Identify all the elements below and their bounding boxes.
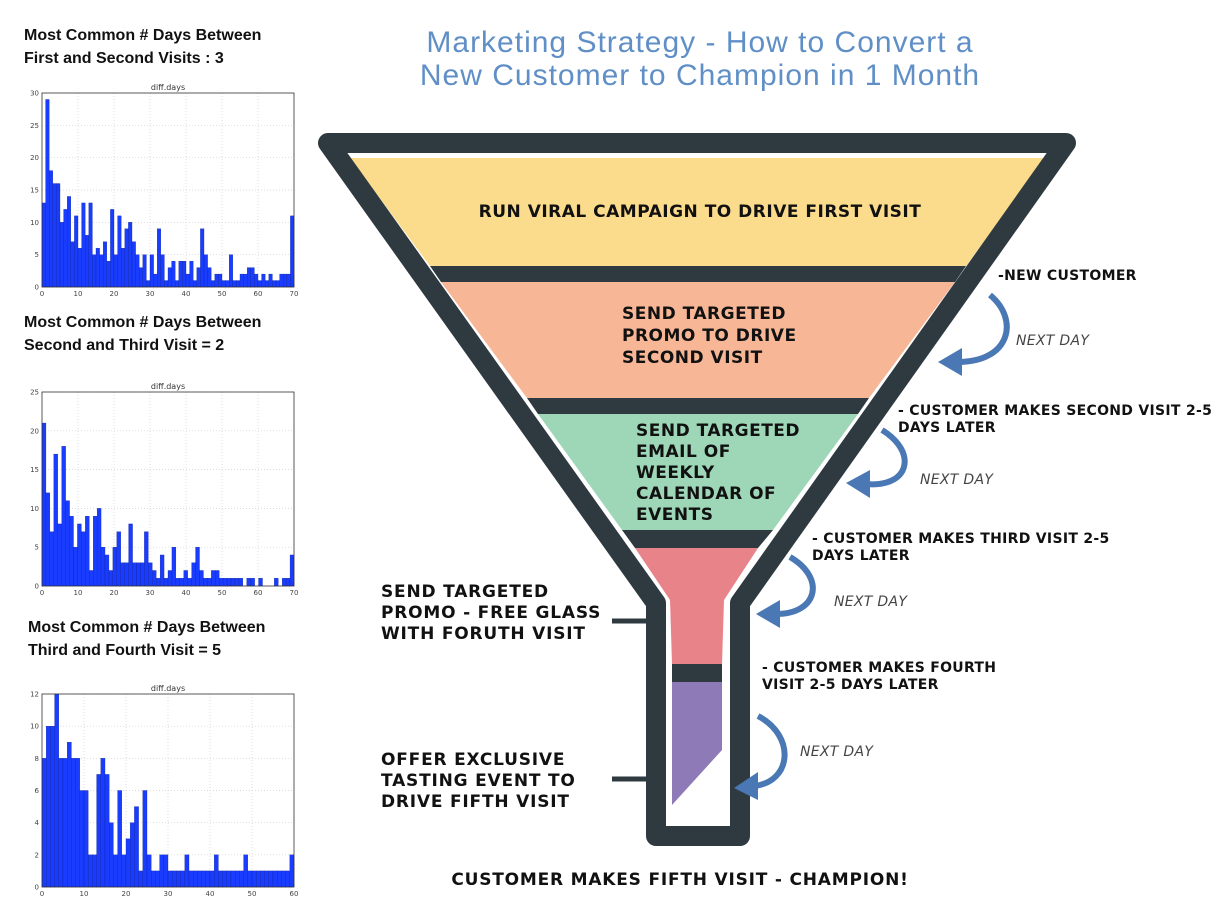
action-free-glass: SEND TARGETED PROMO - FREE GLASS WITH FO… bbox=[381, 582, 602, 644]
histogram-3-heading: Most Common # Days Between Third and Fou… bbox=[28, 619, 266, 659]
funnel-divider-2 bbox=[527, 398, 869, 414]
x-tick-label: 40 bbox=[206, 890, 215, 898]
next-day-arrow-2 bbox=[846, 427, 908, 498]
x-tick-label: 30 bbox=[146, 589, 155, 597]
x-tick-label: 10 bbox=[74, 589, 83, 597]
x-tick-label: 30 bbox=[164, 890, 173, 898]
x-tick-label: 10 bbox=[74, 290, 83, 298]
side-note-second-visit: - CUSTOMER MAKES SECOND VISIT 2-5 DAYS L… bbox=[898, 403, 1213, 436]
page-title-line-1: Marketing Strategy - How to Convert a bbox=[426, 26, 974, 59]
next-day-label-1: NEXT DAY bbox=[1016, 333, 1090, 349]
x-tick-label: 60 bbox=[254, 589, 263, 597]
next-day-label-4: NEXT DAY bbox=[800, 744, 874, 760]
x-tick-label: 40 bbox=[182, 589, 191, 597]
funnel-stage-2-fill bbox=[441, 282, 955, 398]
y-tick-label: 0 bbox=[35, 583, 39, 591]
next-day-label-2: NEXT DAY bbox=[920, 472, 994, 488]
y-tick-label: 2 bbox=[35, 851, 39, 859]
side-note-new-customer: -NEW CUSTOMER bbox=[998, 268, 1137, 284]
next-day-arrow-1 bbox=[938, 292, 1010, 376]
funnel-divider-1 bbox=[430, 266, 966, 282]
page-title: Marketing Strategy - How to Convert a Ne… bbox=[360, 26, 1040, 92]
stage-2-label: SEND TARGETED PROMO TO DRIVE SECOND VISI… bbox=[622, 304, 797, 368]
x-tick-label: 50 bbox=[248, 890, 257, 898]
y-tick-label: 25 bbox=[30, 389, 39, 397]
y-tick-label: 15 bbox=[30, 187, 39, 195]
next-day-label-3: NEXT DAY bbox=[834, 594, 908, 610]
y-tick-label: 25 bbox=[30, 122, 39, 130]
x-tick-label: 0 bbox=[40, 589, 44, 597]
y-tick-label: 0 bbox=[35, 284, 39, 292]
y-tick-label: 10 bbox=[30, 723, 39, 731]
y-tick-label: 5 bbox=[35, 544, 39, 552]
y-tick-label: 4 bbox=[35, 819, 40, 827]
side-note-third-visit: - CUSTOMER MAKES THIRD VISIT 2-5 DAYS LA… bbox=[812, 531, 1110, 564]
plot-frame bbox=[41, 693, 295, 888]
funnel-divider-4 bbox=[672, 664, 722, 682]
stage-3-label: SEND TARGETED EMAIL OF WEEKLY CALENDAR O… bbox=[636, 421, 801, 525]
y-tick-label: 8 bbox=[35, 755, 39, 763]
x-tick-label: 60 bbox=[290, 890, 299, 898]
x-tick-label: 0 bbox=[40, 890, 44, 898]
x-tick-label: 20 bbox=[110, 290, 119, 298]
x-tick-label: 40 bbox=[182, 290, 191, 298]
x-tick-label: 20 bbox=[122, 890, 131, 898]
histogram-chart-1: diff.days 0 10 20 30 40 50 60 70 0 5 10 15 20 25 30 bbox=[30, 83, 299, 298]
chart-title: diff.days bbox=[151, 684, 185, 693]
funnel-stage-4-fill bbox=[635, 548, 758, 664]
x-tick-label: 50 bbox=[218, 290, 227, 298]
plot-frame bbox=[41, 92, 295, 288]
y-tick-label: 20 bbox=[30, 154, 39, 162]
y-tick-label: 6 bbox=[35, 787, 40, 795]
y-tick-label: 5 bbox=[35, 251, 39, 259]
x-tick-label: 70 bbox=[290, 290, 299, 298]
y-tick-label: 10 bbox=[30, 505, 39, 513]
stage-1-label: RUN VIRAL CAMPAIGN TO DRIVE FIRST VISIT bbox=[478, 202, 922, 222]
y-tick-label: 10 bbox=[30, 219, 39, 227]
y-tick-label: 30 bbox=[30, 90, 39, 98]
funnel-stage-3-fill bbox=[538, 414, 858, 530]
plot-frame bbox=[41, 391, 295, 587]
footer-champion: CUSTOMER MAKES FIFTH VISIT - CHAMPION! bbox=[451, 870, 909, 890]
y-tick-label: 20 bbox=[30, 427, 39, 435]
histogram-1-heading: Most Common # Days Between First and Sec… bbox=[24, 27, 262, 67]
funnel-divider-3 bbox=[622, 530, 773, 548]
chart-title: diff.days bbox=[151, 83, 185, 92]
histogram-chart-2: diff.days 0 10 20 30 40 50 60 70 0 5 10 15 20 25 bbox=[30, 382, 299, 597]
x-tick-label: 50 bbox=[218, 589, 227, 597]
funnel-outline bbox=[318, 133, 1076, 846]
x-tick-label: 0 bbox=[40, 290, 44, 298]
page-title-line-2: New Customer to Champion in 1 Month bbox=[419, 59, 981, 92]
x-tick-label: 30 bbox=[146, 290, 155, 298]
x-tick-label: 20 bbox=[110, 589, 119, 597]
x-tick-label: 60 bbox=[254, 290, 263, 298]
histogram-chart-3: diff.days 0 10 20 30 40 50 60 0 2 4 6 8 10 12 bbox=[30, 684, 299, 898]
x-tick-label: 70 bbox=[290, 589, 299, 597]
chart-title: diff.days bbox=[151, 382, 185, 391]
funnel-stage-1-fill bbox=[350, 158, 1045, 266]
x-tick-label: 10 bbox=[80, 890, 89, 898]
y-tick-label: 12 bbox=[30, 691, 39, 699]
action-tasting-event: OFFER EXCLUSIVE TASTING EVENT TO DRIVE F… bbox=[381, 750, 576, 812]
y-tick-label: 0 bbox=[35, 884, 39, 892]
next-day-arrow-3 bbox=[756, 554, 816, 628]
next-day-arrow-4 bbox=[734, 713, 788, 800]
histogram-2-heading: Most Common # Days Between Second and Th… bbox=[24, 314, 262, 354]
side-note-fourth-visit: - CUSTOMER MAKES FOURTH VISIT 2-5 DAYS L… bbox=[762, 660, 997, 693]
funnel-stage-5-fill bbox=[672, 682, 722, 805]
y-tick-label: 15 bbox=[30, 466, 39, 474]
